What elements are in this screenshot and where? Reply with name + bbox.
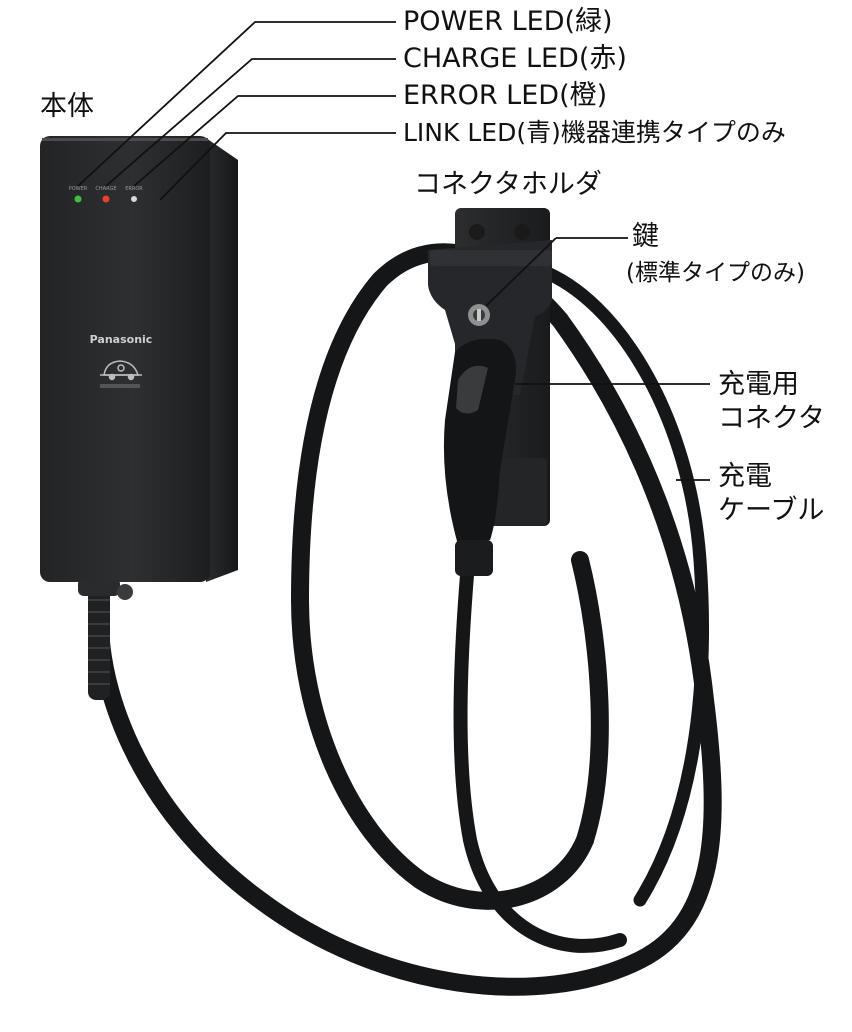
key-lock <box>468 304 490 326</box>
charging-cable <box>90 243 722 996</box>
leader-key <box>485 237 557 307</box>
label-charging-connector-1: 充電用 <box>718 369 799 400</box>
cable-strain-relief <box>78 578 133 700</box>
main-unit: POWER CHARGE ERROR Panasonic <box>40 136 238 582</box>
leader-charge-led <box>105 58 396 187</box>
label-body: 本体 <box>40 91 94 122</box>
leader-lines <box>77 21 710 481</box>
led-indicators: POWER CHARGE ERROR <box>69 186 143 203</box>
label-charging-cable-1: 充電 <box>718 461 772 492</box>
label-charging-connector-2: コネクタ <box>718 403 825 434</box>
label-key: 鍵 <box>632 221 659 252</box>
ev-car-icon <box>100 360 142 381</box>
label-link-led: LINK LED(青)機器連携タイプのみ <box>403 118 786 147</box>
led-label-charge: CHARGE <box>95 186 116 192</box>
label-error-led: ERROR LED(橙) <box>403 80 608 111</box>
leader-link-led <box>159 132 396 201</box>
label-power-led: POWER LED(緑) <box>403 6 613 37</box>
leader-error-led <box>133 95 396 187</box>
label-charge-led: CHARGE LED(赤) <box>403 43 627 74</box>
label-charging-cable-2: ケーブル <box>718 495 825 526</box>
led-label-power: POWER <box>69 186 88 192</box>
led-label-error: ERROR <box>125 186 143 192</box>
charging-connector <box>443 338 516 576</box>
label-key-note: (標準タイプのみ) <box>626 260 805 286</box>
error-led <box>131 196 137 202</box>
leader-power-led <box>77 21 396 187</box>
brand-logo: Panasonic <box>90 333 153 346</box>
power-led <box>74 195 82 203</box>
label-connector-holder: コネクタホルダ <box>414 169 602 200</box>
charge-led <box>102 195 110 203</box>
